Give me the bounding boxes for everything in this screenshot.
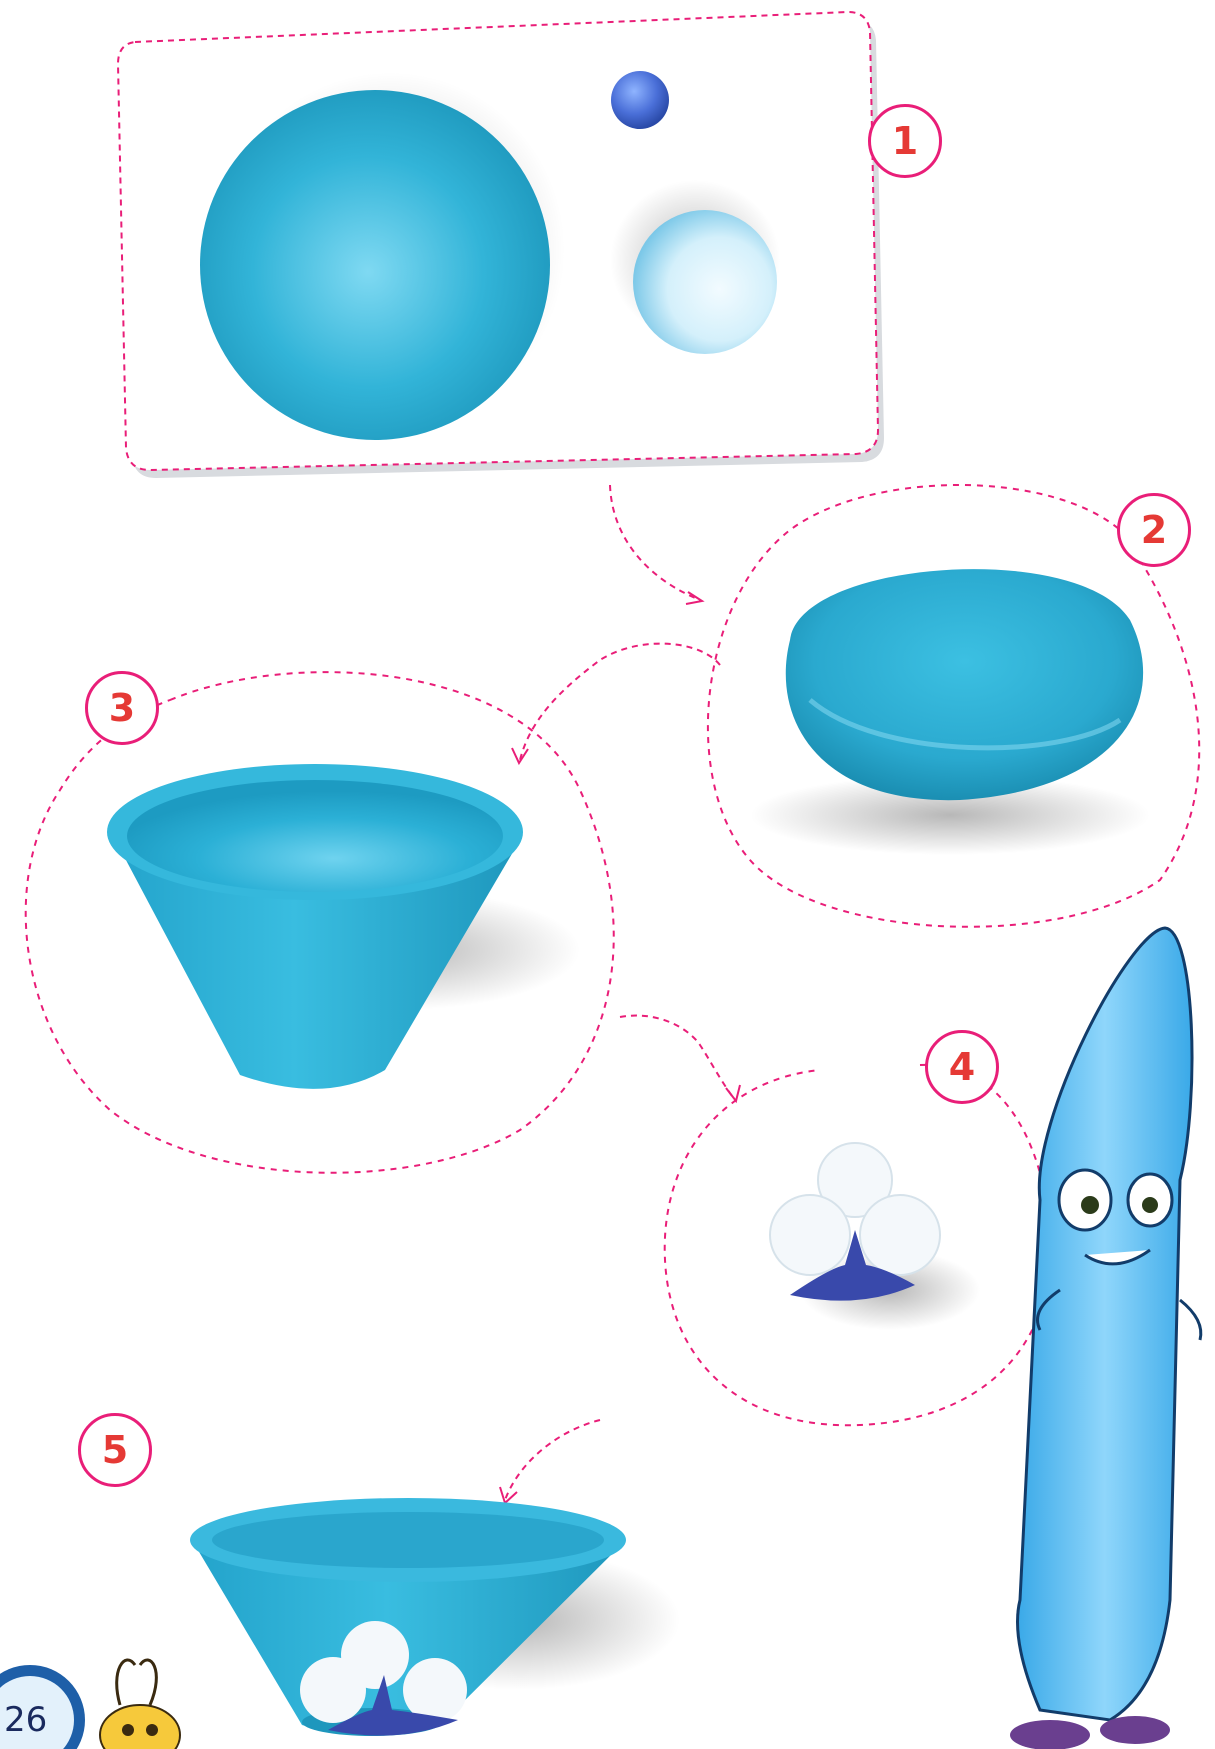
step-3-group <box>26 672 614 1173</box>
page-number: 26 <box>0 1690 62 1749</box>
step-badge-5: 5 <box>78 1413 152 1487</box>
step-5-group <box>190 1498 680 1736</box>
step-1-panel <box>118 12 884 478</box>
mascot-spoon-character <box>1010 928 1201 1749</box>
arrow-1-to-2 <box>610 485 700 600</box>
arrow-3-to-4 <box>620 1016 735 1100</box>
arrow-4-to-5 <box>505 1420 600 1500</box>
flattened-clay-disc <box>786 569 1143 800</box>
step-badge-1: 1 <box>868 104 942 178</box>
step-badge-4: 4 <box>925 1030 999 1104</box>
step-4-group <box>665 1065 1050 1425</box>
step-badge-3: 3 <box>85 671 159 745</box>
mascot-bee-character <box>100 1660 180 1749</box>
large-clay-ball <box>200 90 550 440</box>
step-badge-2: 2 <box>1117 493 1191 567</box>
arrow-2-to-3 <box>520 644 720 760</box>
small-clay-ball <box>611 71 669 129</box>
medium-clay-ball <box>633 210 777 354</box>
